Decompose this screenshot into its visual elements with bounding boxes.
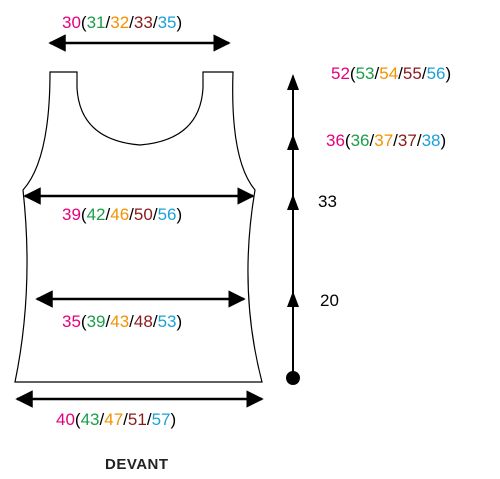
chest-width-label: 39(42/46/50/56)	[62, 205, 182, 225]
close-paren: )	[445, 64, 452, 83]
size-value-5: 56	[426, 64, 446, 83]
separator: /	[129, 13, 134, 32]
size-value-4: 50	[133, 205, 153, 224]
separator: /	[105, 205, 111, 224]
separator: /	[105, 13, 111, 32]
size-value-3: 37	[374, 131, 394, 150]
hem-width-label: 40(43/47/51/57)	[56, 410, 176, 430]
close-paren: )	[176, 205, 183, 224]
separator: /	[152, 312, 158, 331]
size-value-1: 52	[331, 64, 350, 83]
close-paren: )	[170, 410, 177, 429]
size-value-3: 43	[110, 312, 130, 331]
size-value-4: 37	[397, 131, 417, 150]
close-paren: )	[176, 13, 183, 32]
close-paren: )	[440, 131, 447, 150]
separator: /	[369, 131, 375, 150]
total-height-label: 52(53/54/55/56)	[331, 64, 451, 84]
open-paren: (	[74, 410, 81, 429]
size-value-1: 35	[62, 312, 81, 331]
size-value-1: 39	[62, 205, 81, 224]
front-panel-outline	[14, 71, 263, 383]
separator: /	[421, 64, 427, 83]
arrowhead-top	[287, 74, 299, 90]
separator: /	[129, 205, 134, 224]
size-value-4: 51	[127, 410, 147, 429]
size-value-5: 53	[157, 312, 177, 331]
open-paren: (	[80, 312, 87, 331]
separator: /	[146, 410, 152, 429]
lower-height-label: 20	[320, 291, 339, 310]
size-value-2: 42	[86, 205, 106, 224]
size-value-5: 35	[157, 13, 177, 32]
size-value-2: 36	[350, 131, 370, 150]
arrowhead-lower	[287, 291, 299, 307]
size-value-3: 32	[110, 13, 130, 32]
waist-width-label: 35(39/43/48/53)	[62, 312, 182, 332]
separator: /	[129, 312, 134, 331]
arrowhead-upper	[287, 194, 299, 210]
size-value-2: 31	[86, 13, 106, 32]
size-value-5: 56	[157, 205, 177, 224]
separator: /	[105, 312, 111, 331]
size-value-1: 36	[326, 131, 345, 150]
size-value-5: 57	[151, 410, 171, 429]
open-paren: (	[80, 13, 87, 32]
close-paren: )	[176, 312, 183, 331]
size-value-1: 30	[62, 13, 81, 32]
open-paren: (	[344, 131, 351, 150]
armhole-height-label: 36(36/37/37/38)	[326, 131, 446, 151]
separator: /	[123, 410, 128, 429]
open-paren: (	[349, 64, 356, 83]
size-value-4: 48	[133, 312, 153, 331]
size-value-4: 55	[402, 64, 422, 83]
separator: /	[99, 410, 105, 429]
separator: /	[152, 205, 158, 224]
separator: /	[374, 64, 380, 83]
separator: /	[393, 131, 398, 150]
size-value-1: 40	[56, 410, 75, 429]
size-value-2: 53	[355, 64, 375, 83]
arrowhead-armhole	[287, 134, 299, 150]
size-value-5: 38	[421, 131, 441, 150]
size-value-3: 47	[104, 410, 124, 429]
size-value-2: 43	[80, 410, 100, 429]
separator: /	[416, 131, 422, 150]
top-width-label: 30(31/32/33/35)	[62, 13, 182, 33]
upper-height-label: 33	[318, 192, 337, 211]
size-value-4: 33	[133, 13, 153, 32]
separator: /	[398, 64, 403, 83]
vertical-measure-origin-dot	[286, 371, 300, 385]
separator: /	[152, 13, 158, 32]
size-value-3: 46	[110, 205, 130, 224]
size-value-2: 39	[86, 312, 106, 331]
diagram-title: DEVANT	[105, 456, 169, 473]
size-value-3: 54	[379, 64, 399, 83]
open-paren: (	[80, 205, 87, 224]
